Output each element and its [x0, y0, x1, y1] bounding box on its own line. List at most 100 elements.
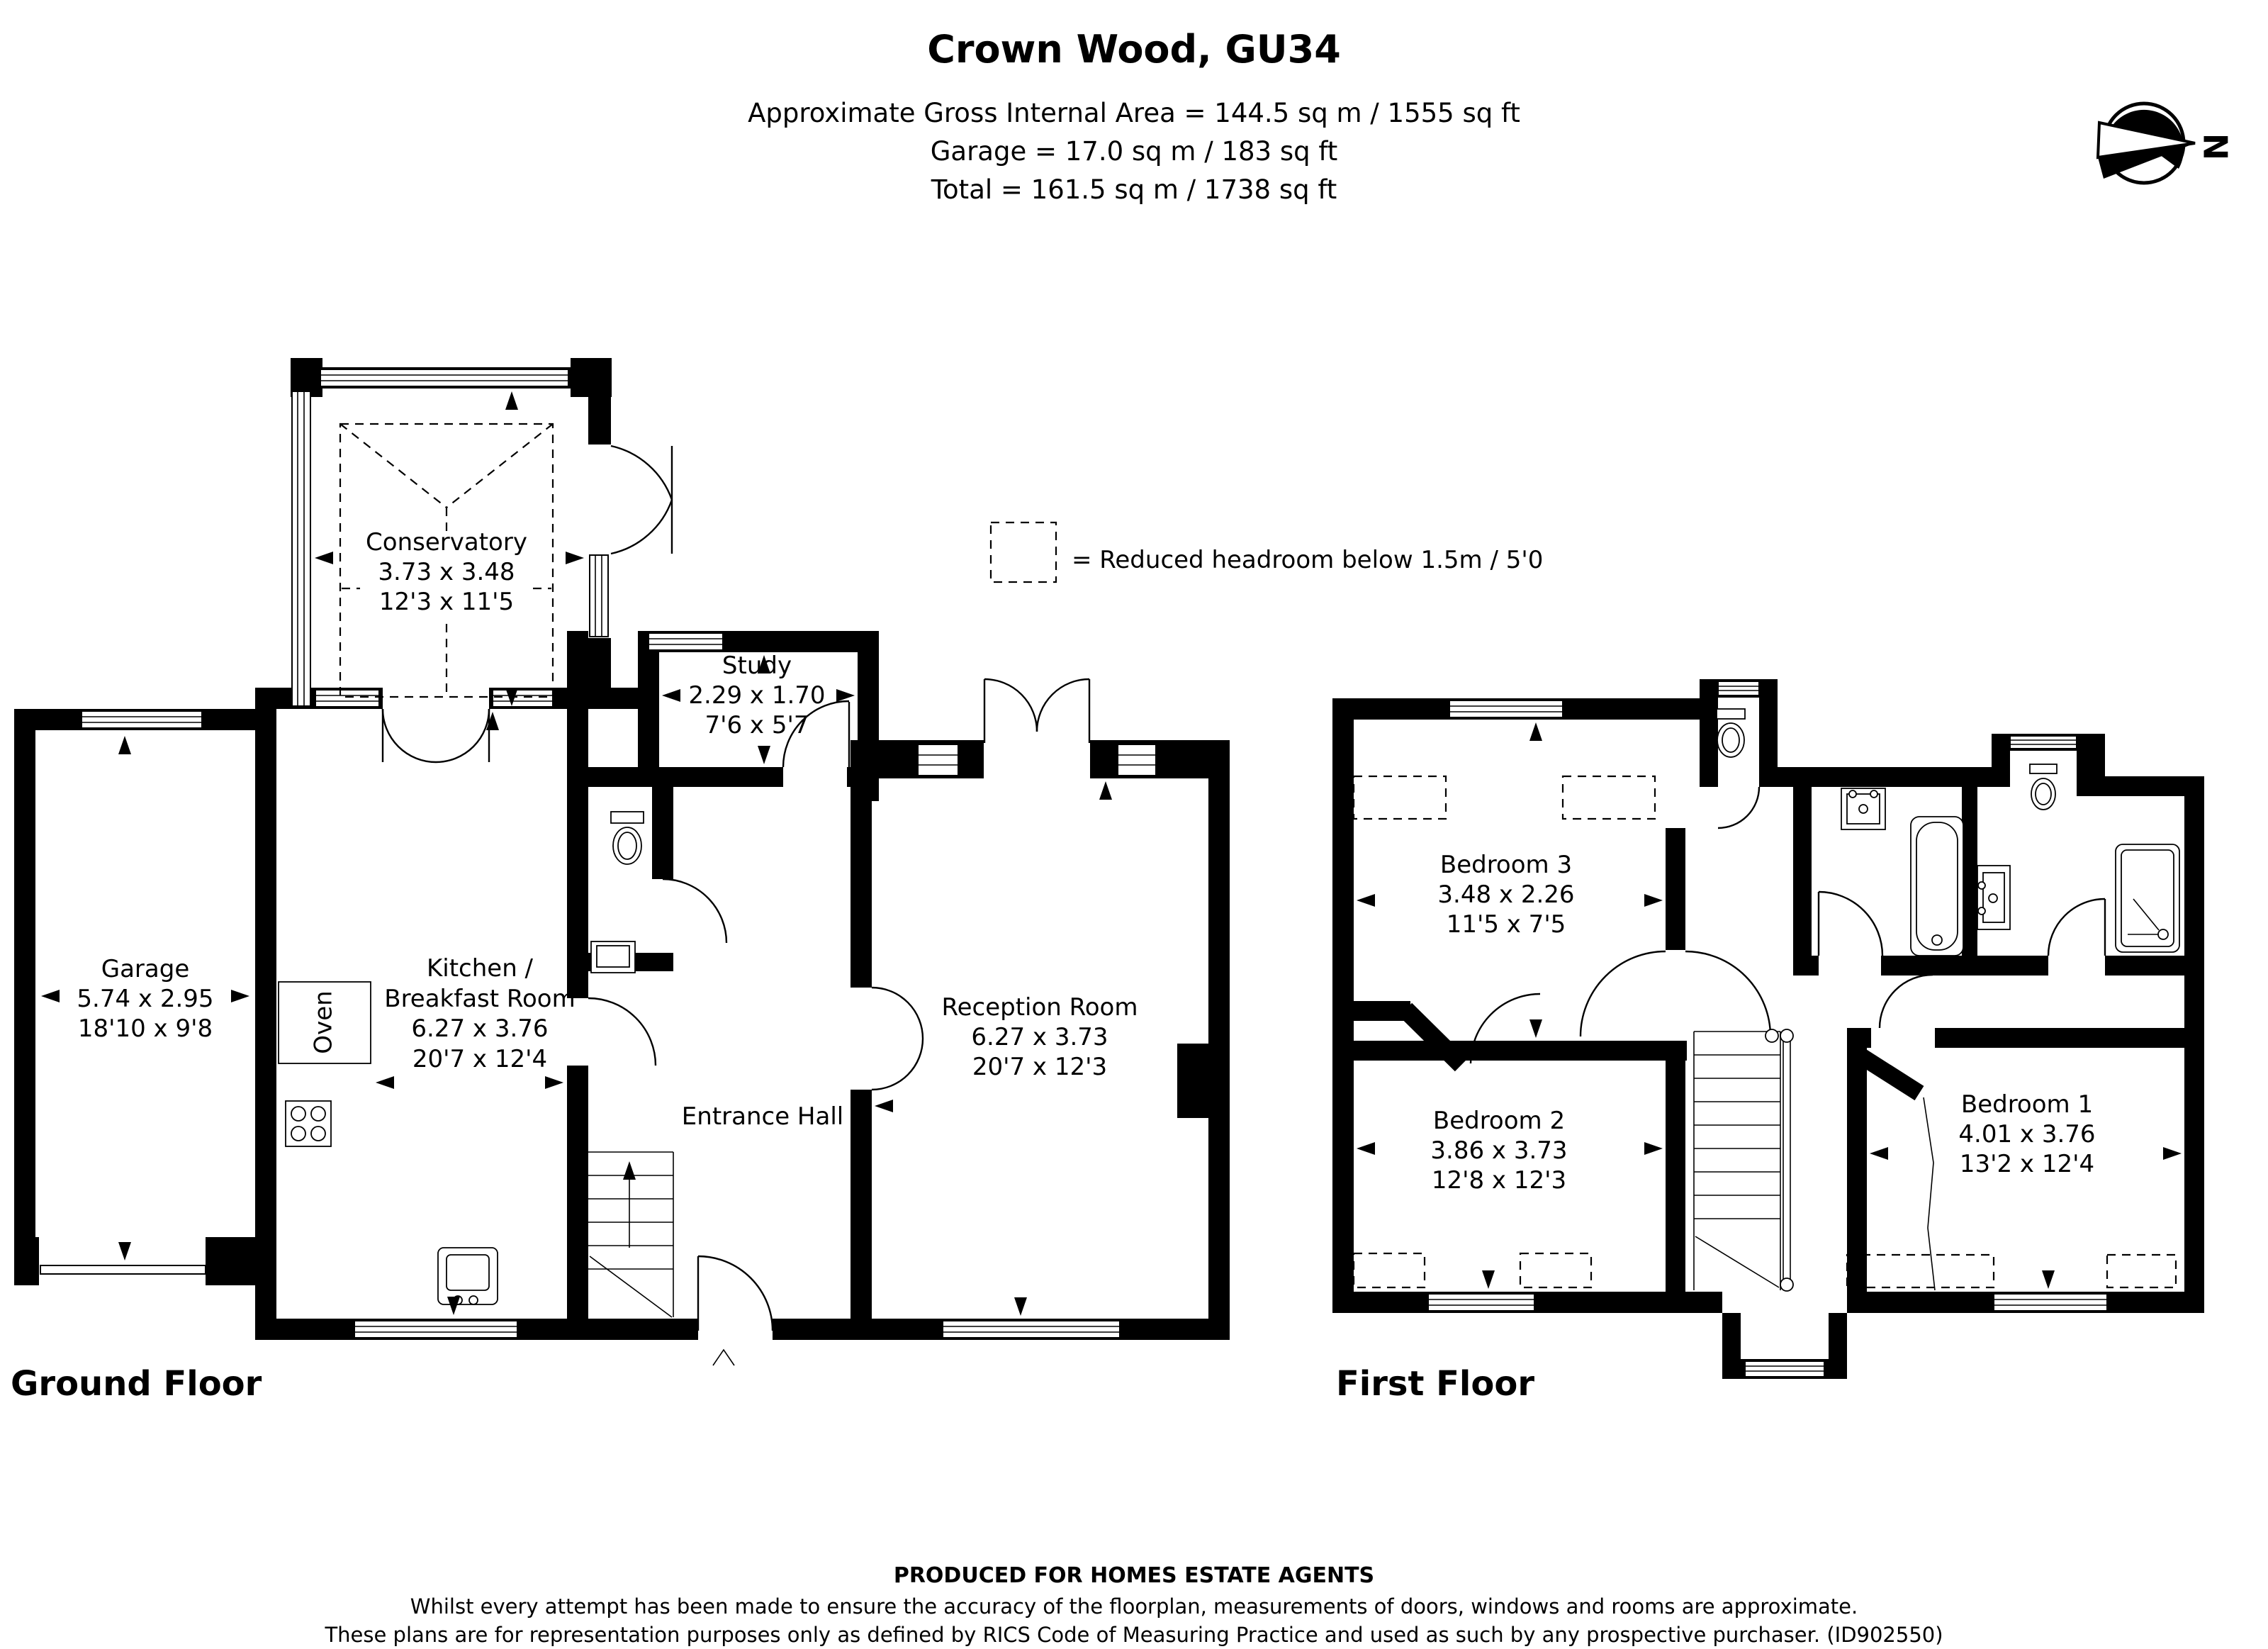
door-opening — [850, 988, 872, 1090]
conservatory-reduced-headroom — [339, 423, 554, 698]
dimension-arrow — [1644, 894, 1663, 907]
ground-floor-windows — [40, 369, 1157, 1338]
wall — [1962, 787, 1977, 976]
window — [1449, 700, 1564, 718]
first-floor-walls — [1332, 679, 2204, 1379]
north-compass-icon: N — [2096, 101, 2235, 185]
window — [354, 1320, 518, 1338]
room-dim-imperial: 20'7 x 12'4 — [412, 1045, 547, 1073]
window — [320, 369, 569, 387]
toilet-icon — [610, 811, 644, 865]
door-arc — [1717, 786, 1761, 829]
door-arc — [1469, 993, 1541, 1064]
reduced-headroom-box — [1846, 1253, 1995, 1289]
ground-floor-dimension-arrows — [41, 391, 1206, 1316]
dimension-arrow — [2042, 1270, 2055, 1289]
ground-floor-openings — [383, 688, 1090, 1340]
wall — [1332, 1041, 1687, 1061]
door-opening — [567, 998, 588, 1066]
room-dim-metric: 5.74 x 2.95 — [77, 985, 213, 1013]
door-arc — [610, 445, 673, 501]
ground-floor-stairs — [588, 1151, 674, 1318]
legend-dashed-box — [989, 521, 1057, 583]
room-dim-imperial: 20'7 x 12'3 — [972, 1053, 1107, 1081]
sink-icon — [1841, 788, 1886, 830]
wall — [567, 631, 588, 1319]
newel-post — [1780, 1029, 1794, 1043]
oven-unit: Oven — [278, 981, 371, 1064]
door-arc — [610, 499, 673, 555]
window — [2009, 735, 2077, 749]
room-name: Reception Room — [942, 993, 1138, 1022]
first-floor-dimension-arrows — [1357, 722, 2182, 1289]
room-name: Breakfast Room — [384, 985, 575, 1013]
dimension-arrow — [2163, 1147, 2182, 1160]
first-floor-windows — [1427, 681, 2108, 1377]
wall — [588, 389, 611, 445]
dimension-arrow — [231, 990, 249, 1002]
window — [1117, 744, 1157, 776]
dimension-arrow — [486, 712, 499, 730]
first-floor-openings — [1666, 950, 2105, 1313]
room-dim-imperial: 12'8 x 12'3 — [1432, 1166, 1566, 1195]
window — [589, 554, 609, 637]
door-arc — [1685, 950, 1772, 1037]
door-arc — [435, 708, 490, 764]
door-opening — [383, 688, 489, 709]
shower-icon — [2115, 844, 2180, 953]
room-name: Garage — [101, 955, 190, 983]
wall — [1332, 1001, 1410, 1021]
dimension-arrow — [1357, 894, 1375, 907]
door-arc — [1035, 678, 1090, 732]
newel-post — [1765, 1029, 1779, 1043]
wall — [1847, 1048, 1867, 1292]
entrance-direction-mark — [712, 1348, 735, 1366]
room-name: Kitchen / — [427, 954, 534, 983]
dimension-arrow — [1357, 1142, 1375, 1155]
oven-label: Oven — [310, 990, 338, 1053]
dimension-arrow — [1644, 1142, 1663, 1155]
page-title: Crown Wood, GU34 — [927, 27, 1341, 72]
reduced-headroom-legend: = Reduced headroom below 1.5m / 5'0 — [989, 521, 1543, 583]
door-arc — [1878, 973, 1933, 1029]
dimension-arrow — [1187, 1100, 1206, 1112]
room-name: Bedroom 2 — [1433, 1107, 1565, 1135]
window — [291, 391, 311, 707]
room-name: Bedroom 3 — [1440, 851, 1572, 879]
footer-disclaimer-2: These plans are for representation purpo… — [324, 1623, 1943, 1647]
first-floor-labels: Bedroom 3 3.48 x 2.26 11'5 x 7'5 Bedroom… — [1430, 851, 2095, 1195]
legend-text: = Reduced headroom below 1.5m / 5'0 — [1072, 546, 1543, 574]
window — [917, 744, 959, 776]
garage-area-line: Garage = 17.0 sq m / 183 sq ft — [931, 136, 1338, 167]
dimension-arrow — [758, 655, 770, 673]
room-dim-metric: 2.29 x 1.70 — [688, 681, 825, 710]
window — [81, 710, 203, 729]
door-opening — [1666, 950, 1685, 1041]
dimension-arrow — [875, 1100, 893, 1112]
door-opening — [1722, 1292, 1847, 1313]
dimension-arrow — [41, 990, 60, 1002]
room-name: Entrance Hall — [682, 1102, 843, 1131]
first-floor-title: First Floor — [1336, 1364, 1534, 1404]
header: Crown Wood, GU34 Approximate Gross Inter… — [748, 27, 1520, 205]
wall — [14, 1237, 39, 1285]
newel-post — [1780, 1278, 1794, 1292]
room-dim-imperial: 7'6 x 5'7 — [705, 711, 809, 739]
door-opening — [698, 1319, 773, 1340]
chamfer-wall — [1852, 1046, 1924, 1101]
ground-floor-labels: Garage 5.74 x 2.95 18'10 x 9'8 Kitchen /… — [77, 528, 1138, 1131]
footer: PRODUCED FOR HOMES ESTATE AGENTS Whilst … — [324, 1563, 1943, 1647]
dimension-arrow — [376, 1076, 394, 1089]
window — [648, 632, 724, 651]
door-opening — [1819, 956, 1881, 976]
dimension-arrow — [836, 689, 855, 702]
wall — [588, 638, 611, 709]
dimension-arrow — [447, 1297, 460, 1315]
toilet-icon — [2029, 764, 2058, 810]
dimension-arrow — [566, 552, 584, 564]
wall — [1759, 679, 1778, 787]
dimension-arrow — [505, 688, 518, 706]
window — [1427, 1293, 1535, 1312]
window — [492, 689, 554, 708]
